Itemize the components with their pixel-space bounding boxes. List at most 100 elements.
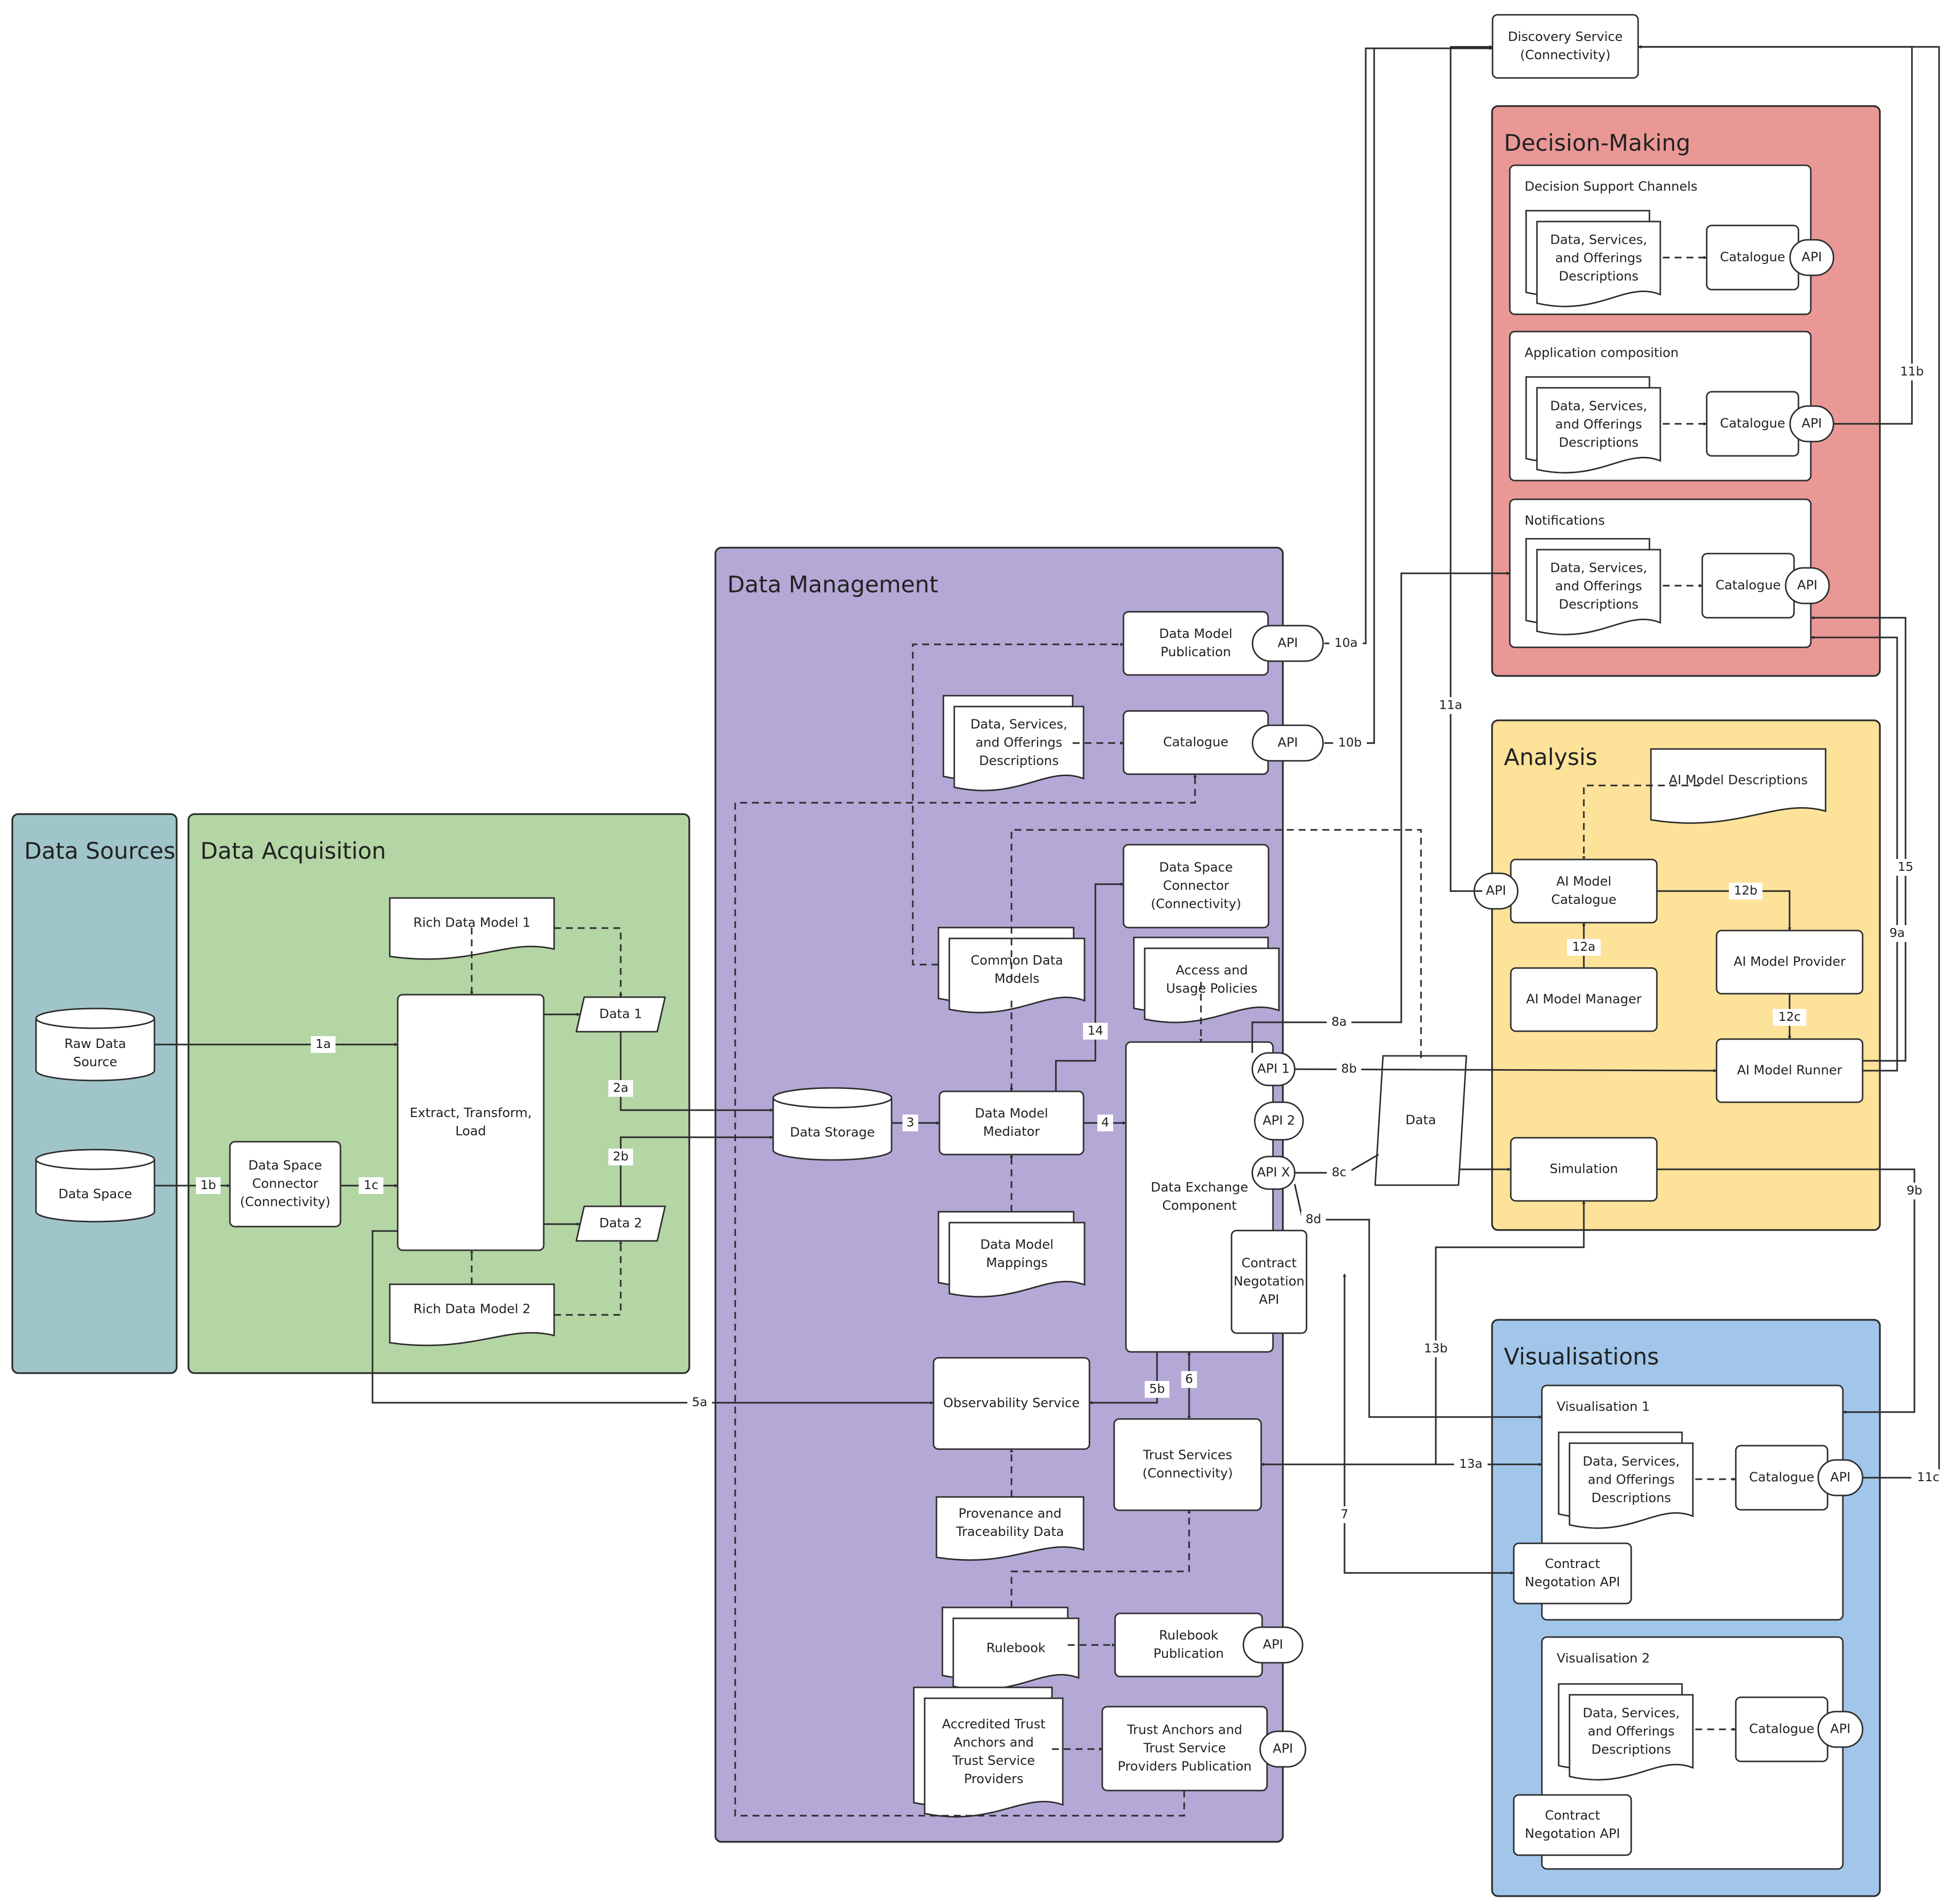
contract-negotiation-vis2-text: Contract (1545, 1808, 1600, 1823)
edge-label-2a: 2a (608, 1080, 633, 1097)
api-vis2-text: API (1830, 1722, 1850, 1737)
edge-label-3-text: 3 (906, 1115, 914, 1129)
catalogue-management[interactable]: Catalogue (1122, 710, 1269, 775)
descriptions-app-text: and Offerings (1555, 417, 1642, 432)
observability-service-text: Observability Service (943, 1396, 1080, 1411)
rich-data-model-2: Rich Data Model 2 (389, 1283, 555, 1346)
group-title-decision: Decision-Making (1504, 130, 1690, 156)
edge-label-9a: 9a (1885, 925, 1909, 942)
edge-label-11a: 11a (1434, 697, 1467, 714)
catalogue-app-text: Catalogue (1720, 416, 1785, 431)
descriptions-vis2-text: Descriptions (1591, 1743, 1671, 1757)
raw-data-source-text: Source (73, 1055, 117, 1070)
data-storage-text: Data Storage (790, 1125, 875, 1140)
edge-label-2b: 2b (608, 1149, 633, 1165)
simulation[interactable]: Simulation (1510, 1137, 1658, 1202)
data-space-connector-acquisition-text: (Connectivity) (240, 1195, 330, 1210)
contract-negotiation-api-text: API (1259, 1293, 1279, 1307)
api-vis2[interactable]: API (1817, 1711, 1864, 1748)
catalogue-dsc[interactable]: Catalogue (1706, 224, 1799, 291)
api-vis1[interactable]: API (1817, 1459, 1864, 1496)
catalogue-vis2[interactable]: Catalogue (1735, 1696, 1829, 1762)
panel-title-vis1: Visualisation 1 (1557, 1400, 1650, 1415)
common-data-models-text: Common Data (971, 953, 1063, 968)
edge-label-8a-text: 8a (1331, 1014, 1347, 1029)
edge-label-7: 7 (1337, 1506, 1352, 1523)
api-1[interactable]: API 1 (1251, 1052, 1296, 1086)
trust-anchors-publication-text: Trust Anchors and (1126, 1723, 1242, 1738)
trust-anchors-publication-text: Trust Service (1143, 1741, 1226, 1756)
edge-label-8d-text: 8d (1306, 1212, 1321, 1226)
api-2[interactable]: API 2 (1254, 1101, 1304, 1141)
api-trust-anchors[interactable]: API (1259, 1730, 1307, 1768)
edge-label-6-text: 6 (1185, 1372, 1193, 1386)
descriptions-dsc-text: and Offerings (1555, 251, 1642, 266)
data-model-publication-text: Publication (1160, 645, 1231, 660)
api-10a[interactable]: API (1252, 625, 1324, 662)
api-rulebook[interactable]: API (1242, 1626, 1304, 1664)
api-vis1-text: API (1830, 1470, 1850, 1485)
trust-anchors-publication-text: Providers Publication (1118, 1759, 1252, 1774)
edge-label-10b: 10b (1333, 735, 1367, 751)
catalogue-app[interactable]: Catalogue (1706, 391, 1799, 457)
edge-label-7-text: 7 (1341, 1507, 1348, 1521)
edge-label-1a-text: 1a (315, 1037, 331, 1051)
observability-service[interactable]: Observability Service (933, 1357, 1090, 1450)
edge-label-4: 4 (1097, 1115, 1113, 1131)
data-model-publication-text: Data Model (1159, 627, 1232, 641)
descriptions-dsc-text: Descriptions (1559, 269, 1639, 284)
ai-model-runner[interactable]: AI Model Runner (1716, 1038, 1864, 1103)
data-2-token: Data 2 (575, 1205, 666, 1242)
edge-2a (620, 1032, 774, 1112)
catalogue-vis1[interactable]: Catalogue (1735, 1445, 1829, 1511)
api-notif[interactable]: API (1785, 567, 1830, 604)
edge-11a (1450, 45, 1493, 892)
edge-label-1c-text: 1c (364, 1178, 378, 1192)
contract-negotiation-vis1-text: Contract (1545, 1557, 1600, 1571)
provenance-traceability-data-text: Provenance and (959, 1506, 1062, 1521)
api-rulebook-text: API (1263, 1638, 1283, 1652)
api-dsc-text: API (1801, 250, 1822, 265)
edge-label-5a: 5a (687, 1394, 712, 1411)
api-1-text: API 1 (1257, 1062, 1290, 1077)
edge-label-10a: 10a (1329, 635, 1363, 652)
api-app[interactable]: API (1789, 405, 1834, 443)
contract-negotiation-api-text: Negotation (1234, 1274, 1305, 1289)
data-exchange-component-text: Component (1162, 1198, 1237, 1213)
ai-model-runner-text: AI Model Runner (1737, 1063, 1842, 1078)
trust-services[interactable]: Trust Services(Connectivity) (1113, 1418, 1262, 1511)
edge-8b (1294, 1068, 1717, 1073)
catalogue-notif[interactable]: Catalogue (1701, 553, 1795, 619)
group-title-sources: Data Sources (24, 838, 175, 864)
edge-label-8a: 8a (1327, 1014, 1351, 1031)
ai-model-manager[interactable]: AI Model Manager (1510, 967, 1658, 1032)
edge-label-12a-text: 12a (1572, 939, 1595, 954)
contract-negotiation-api-text: Contract (1241, 1256, 1297, 1271)
api-10b[interactable]: API (1252, 724, 1324, 762)
discovery-service-text: Discovery Service (1508, 30, 1623, 44)
edge-label-11c: 11c (1911, 1469, 1945, 1486)
api-dsc[interactable]: API (1789, 239, 1834, 276)
discovery-service[interactable]: Discovery Service(Connectivity) (1492, 14, 1639, 79)
edge-label-8c-text: 8c (1332, 1165, 1347, 1179)
api-x[interactable]: API X (1251, 1156, 1296, 1190)
edge-label-13a-text: 13a (1459, 1456, 1482, 1471)
ai-model-provider[interactable]: AI Model Provider (1716, 930, 1864, 995)
extract-transform-load[interactable]: Extract, Transform,Load (397, 994, 545, 1251)
edge-12b (1657, 890, 1792, 931)
